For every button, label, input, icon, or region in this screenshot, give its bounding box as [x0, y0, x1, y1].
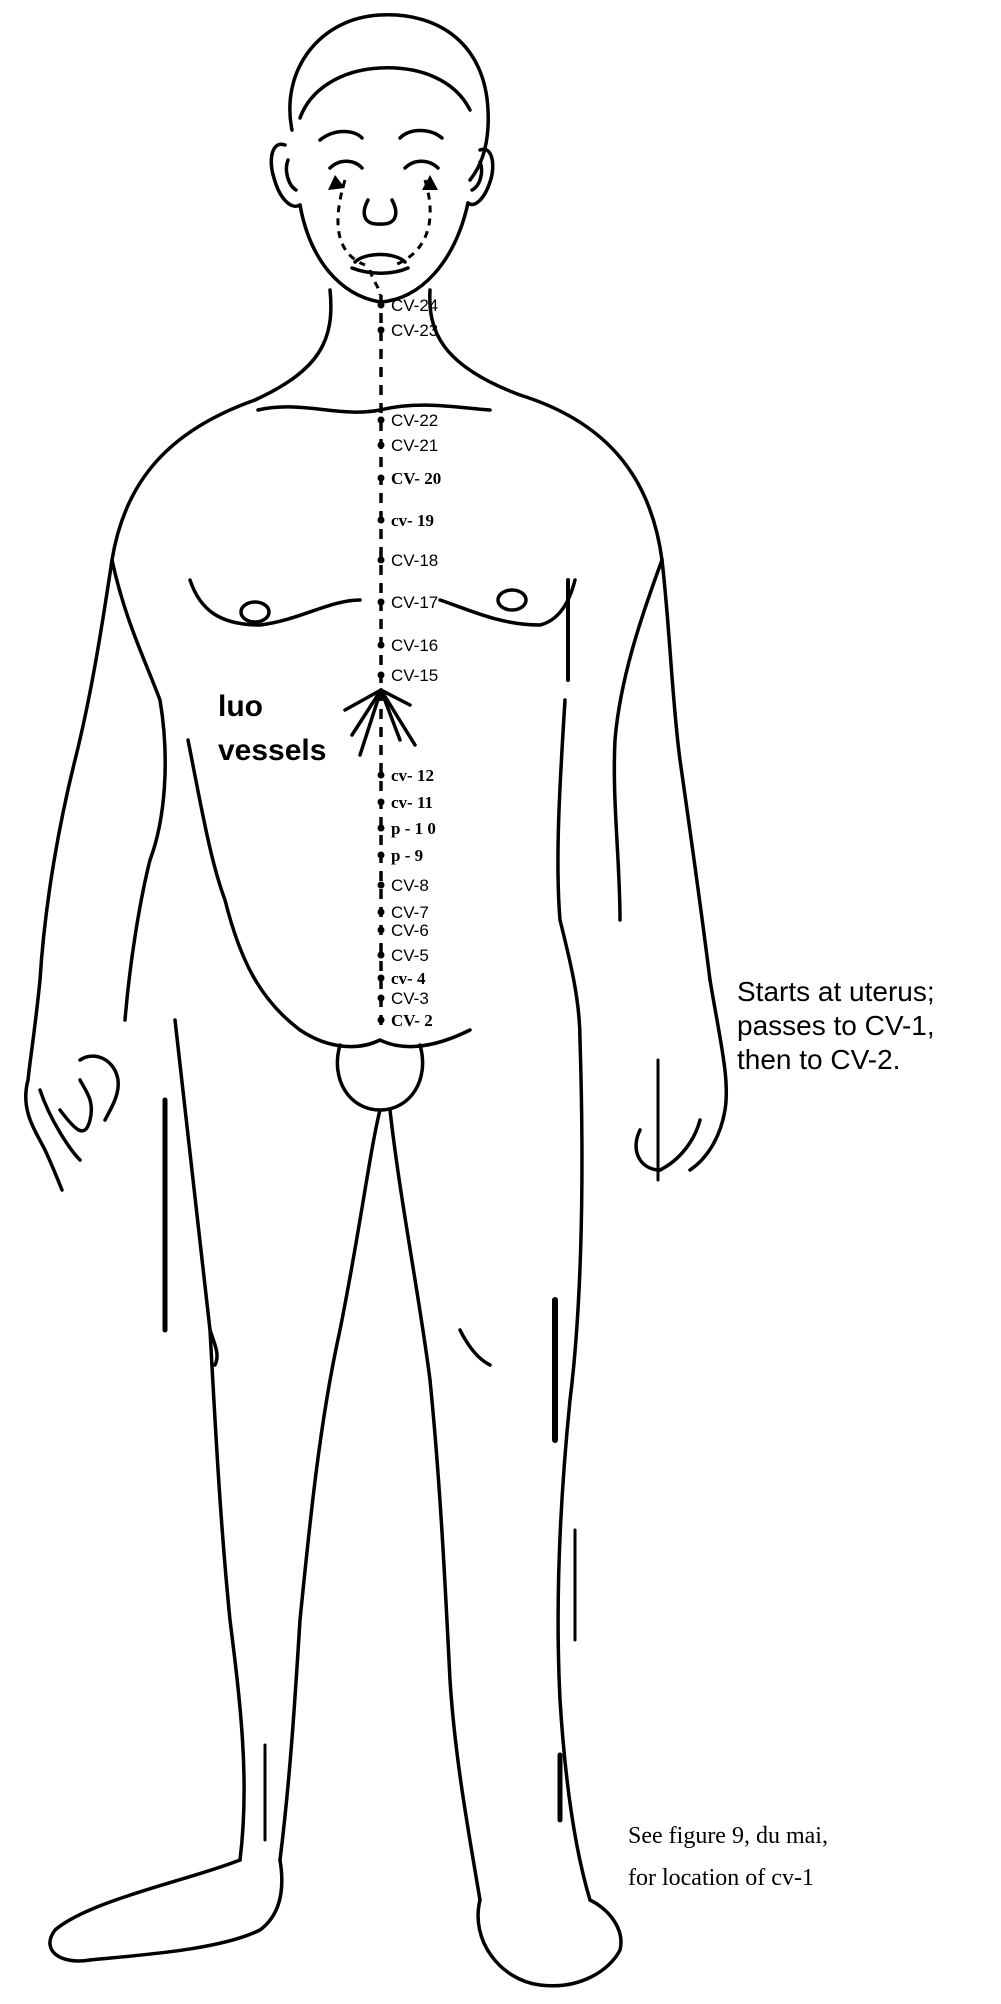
- acupoint-label: CV-16: [391, 636, 438, 655]
- acupoint-label: CV-15: [391, 666, 438, 685]
- acupoint-dot: [378, 825, 385, 832]
- acupoint-label: CV-22: [391, 411, 438, 430]
- acupoint-dot: [378, 442, 385, 449]
- side-note-line-2: passes to CV-1,: [737, 1009, 935, 1043]
- acupoint-label: cv- 12: [391, 766, 434, 785]
- body-outline: [26, 15, 727, 1986]
- acupoint-dot: [378, 475, 385, 482]
- acupoint-label: CV- 20: [391, 469, 441, 488]
- acupoint-dot: [378, 995, 385, 1002]
- acupoint-label: p - 9: [391, 846, 423, 865]
- acupoint-label: CV-21: [391, 436, 438, 455]
- acupoint-dot: [378, 927, 385, 934]
- acupoint-label: CV-24: [391, 296, 438, 315]
- acupoint-label: p - 1 0: [391, 819, 436, 838]
- acupoint-label: cv- 19: [391, 511, 434, 530]
- luo-label-line-1: luo: [218, 690, 263, 723]
- acupoint-dot: [378, 672, 385, 679]
- acupoint-label: cv- 11: [391, 793, 433, 812]
- acupoint-dot: [378, 852, 385, 859]
- acupoint-dot: [378, 909, 385, 916]
- acupoint-label: CV-5: [391, 946, 429, 965]
- acupoint-label: CV-17: [391, 593, 438, 612]
- side-note: Starts at uterus; passes to CV-1, then t…: [737, 975, 935, 1077]
- figure-caption: See figure 9, du mai, for location of cv…: [628, 1815, 828, 1899]
- acupoint-label: CV-3: [391, 989, 429, 1008]
- acupoint-dot: [378, 599, 385, 606]
- acupoint-dot: [378, 302, 385, 309]
- acupoint-dot: [378, 799, 385, 806]
- luo-label-line-2: vessels: [218, 734, 326, 767]
- acupoint-label: CV-23: [391, 321, 438, 340]
- acupoint-label: CV-7: [391, 903, 429, 922]
- face-dashed-path: [338, 180, 430, 295]
- acupoint-dot: [378, 642, 385, 649]
- acupoint-label: cv- 4: [391, 969, 426, 988]
- side-note-line-3: then to CV-2.: [737, 1043, 935, 1077]
- caption-line-1: See figure 9, du mai,: [628, 1815, 828, 1857]
- acupoint-label: CV-18: [391, 551, 438, 570]
- side-note-line-1: Starts at uterus;: [737, 975, 935, 1009]
- acupoint-dot: [378, 882, 385, 889]
- acupoint-label: CV-8: [391, 876, 429, 895]
- acupoint-label: CV-6: [391, 921, 429, 940]
- acupoint-dot: [378, 772, 385, 779]
- acupoint-dot: [378, 327, 385, 334]
- acupoint-dot: [378, 417, 385, 424]
- acupoint-dot: [378, 952, 385, 959]
- caption-line-2: for location of cv-1: [628, 1857, 828, 1899]
- acupoint-dot: [378, 975, 385, 982]
- acupoint-dot: [378, 517, 385, 524]
- acupoint-dot: [378, 557, 385, 564]
- acupoint-dot: [378, 1017, 385, 1024]
- acupoint-label: CV- 2: [391, 1011, 433, 1030]
